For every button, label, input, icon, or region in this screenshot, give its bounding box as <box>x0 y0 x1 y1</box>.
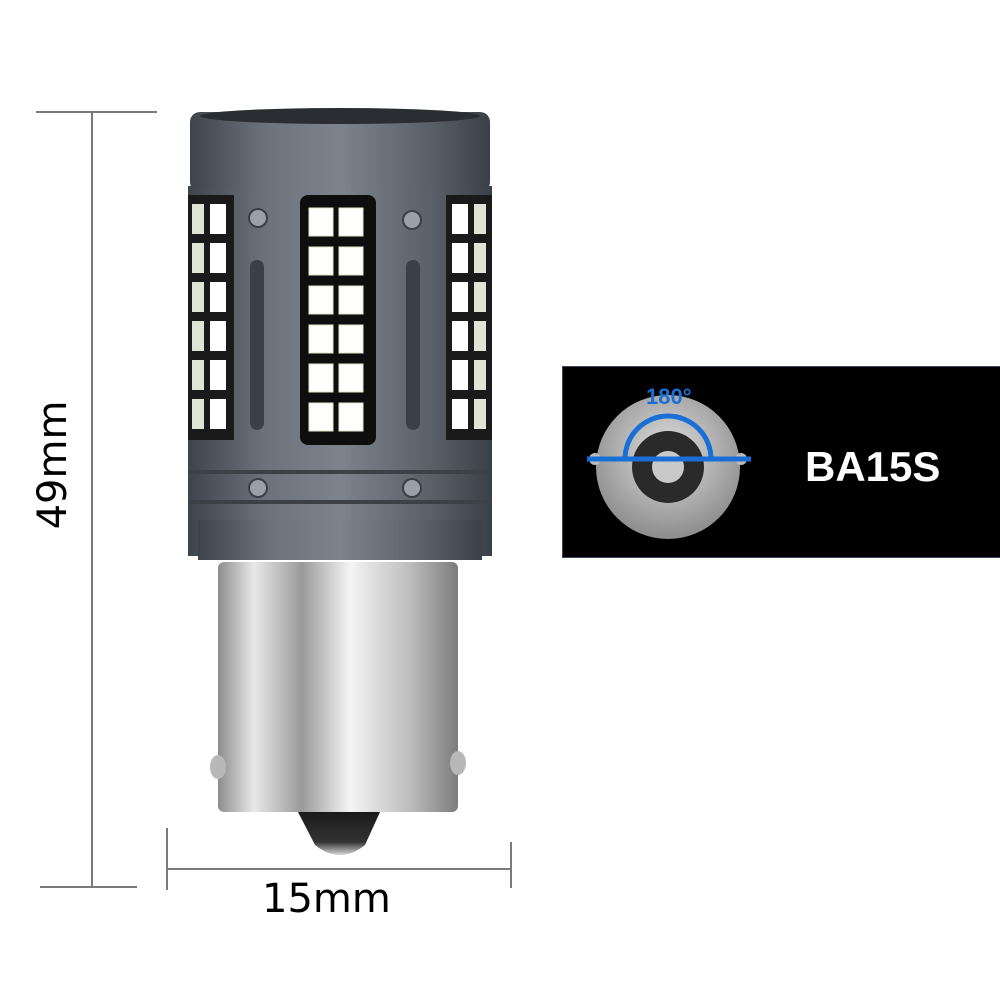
led-bulb-image <box>188 108 492 855</box>
height-dim-bottom-tick <box>40 886 137 888</box>
height-dim-top-tick <box>36 111 157 113</box>
socket-panel: BA15S <box>562 366 1000 558</box>
socket-model-label: BA15S <box>805 443 941 490</box>
socket-diagram-icon <box>587 395 751 539</box>
width-dim-right-tick <box>510 842 512 888</box>
height-dim-line <box>91 111 93 887</box>
height-label: 49mm <box>30 400 76 530</box>
width-label: 15mm <box>262 876 391 922</box>
width-dim-line <box>166 868 512 870</box>
beam-angle-label: 180° <box>646 384 692 409</box>
width-dim-left-tick <box>166 828 168 890</box>
